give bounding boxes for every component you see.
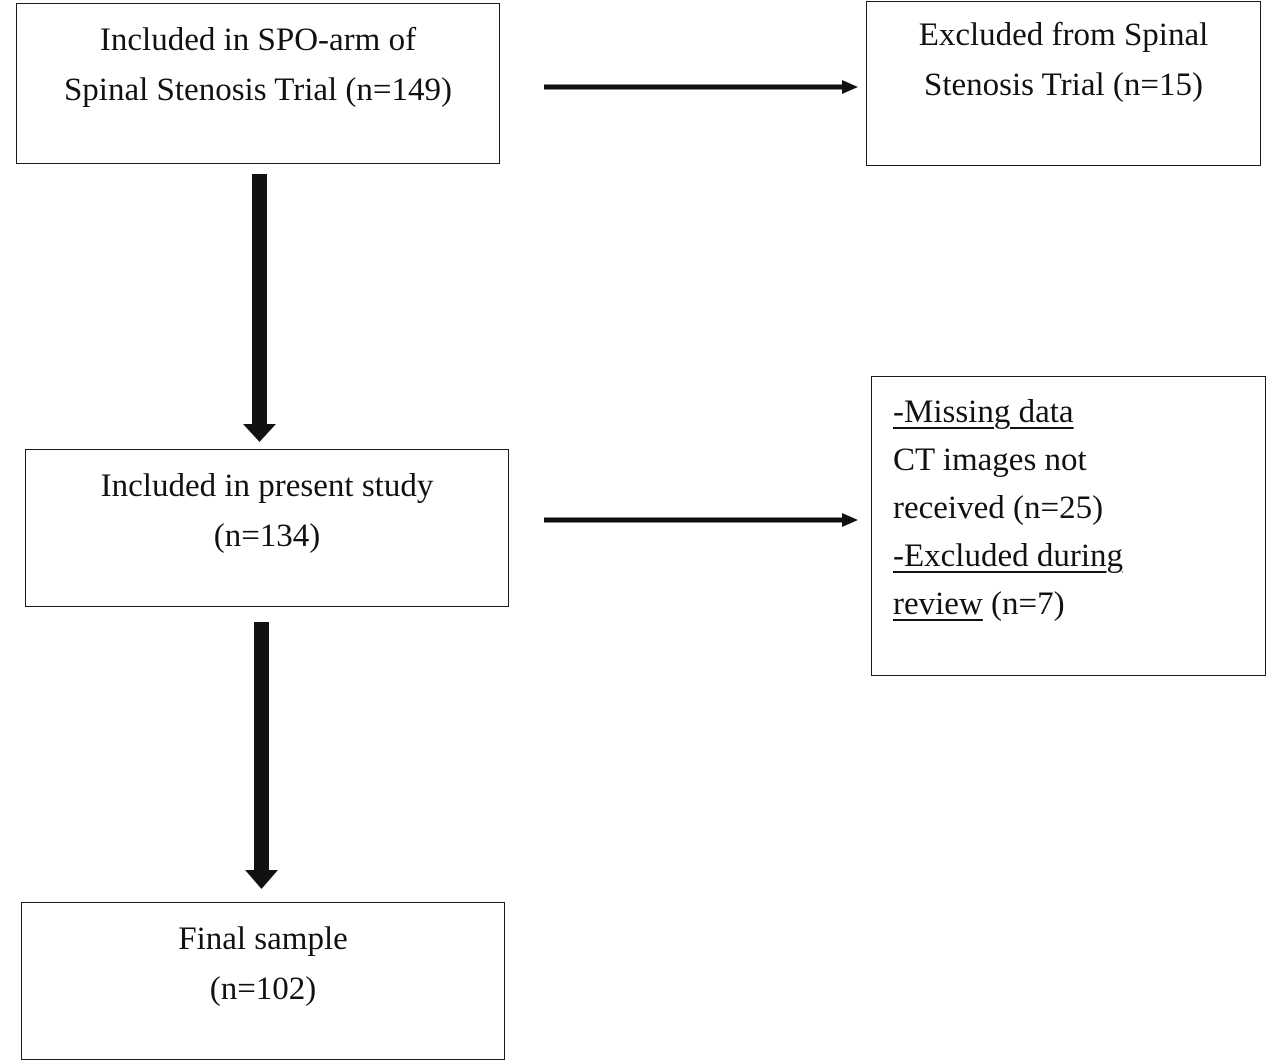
arrow-to-excluded-trial — [544, 80, 858, 94]
excluded-trial-line2: Stenosis Trial (n=15) — [924, 67, 1203, 103]
final-sample-line1: Final sample — [178, 921, 348, 957]
missing-data-heading: -Missing data — [893, 394, 1074, 430]
included-spo-arm-box: Included in SPO-arm of Spinal Stenosis T… — [16, 3, 500, 164]
excluded-review-heading: -Excluded during — [893, 538, 1124, 574]
missing-data-box: -Missing data CT images not received (n=… — [871, 376, 1266, 676]
final-sample-line2: (n=102) — [209, 971, 317, 1007]
included-spo-line1: Included in SPO-arm of — [99, 22, 417, 58]
excluded-trial-line1: Excluded from Spinal — [918, 17, 1209, 53]
excluded-from-trial-box: Excluded from Spinal Stenosis Trial (n=1… — [866, 1, 1261, 166]
missing-received-line: received (n=25) — [893, 490, 1104, 526]
final-sample-box: Final sample (n=102) — [21, 902, 505, 1060]
present-study-line1: Included in present study — [100, 468, 434, 504]
included-spo-line2: Spinal Stenosis Trial (n=149) — [63, 72, 453, 108]
included-present-study-box: Included in present study (n=134) — [25, 449, 509, 607]
present-study-line2: (n=134) — [213, 518, 321, 554]
arrow-to-final-sample — [245, 622, 278, 889]
arrow-to-present-study — [243, 174, 276, 442]
missing-ct-line: CT images not — [893, 442, 1087, 478]
excluded-review-heading-cont: review — [893, 586, 983, 622]
arrow-to-missing-data — [544, 513, 858, 527]
excluded-review-count: (n=7) — [982, 586, 1065, 622]
